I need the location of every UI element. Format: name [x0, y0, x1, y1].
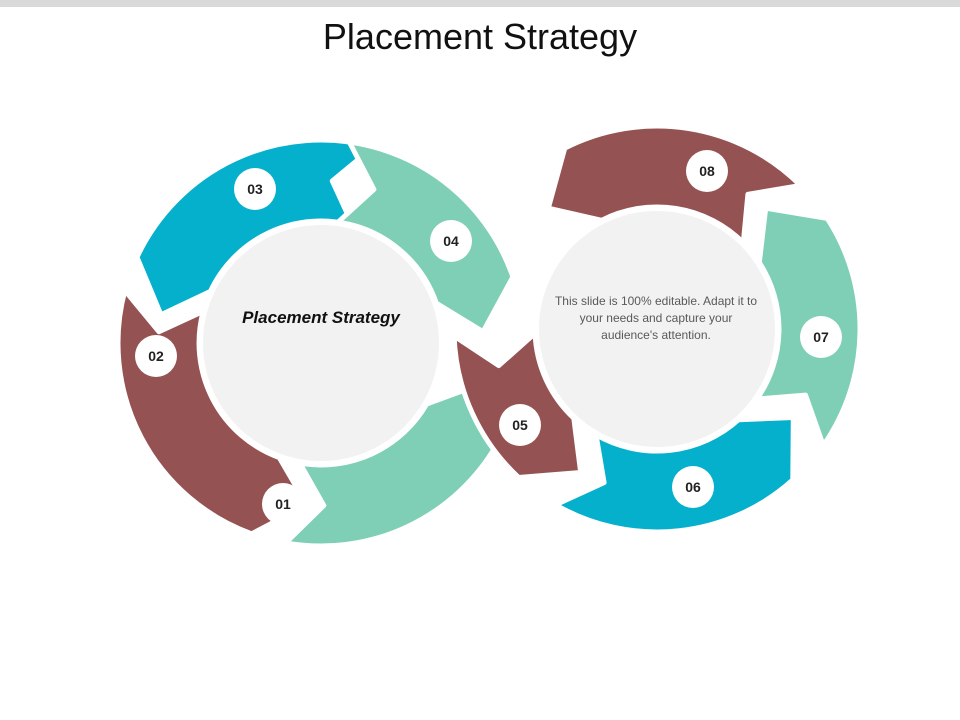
step-badge-04 — [430, 220, 472, 262]
arrow-segment-06 — [553, 415, 796, 535]
arrow-segment-08 — [545, 123, 803, 246]
slide-title: Placement Strategy — [322, 16, 638, 57]
top-accent-bar — [0, 0, 960, 7]
right-center-text-line-3: audience's attention. — [601, 328, 711, 342]
step-badge-03 — [234, 168, 276, 210]
step-number-06: 06 — [685, 479, 701, 495]
step-number-07: 07 — [813, 329, 829, 345]
step-badge-07 — [800, 316, 842, 358]
step-badge-01 — [262, 483, 304, 525]
arrow-segment-04 — [335, 139, 516, 335]
arrow-segment-03 — [134, 137, 376, 318]
right-center-text-line-1: This slide is 100% editable. Adapt it to — [555, 294, 757, 308]
step-number-01: 01 — [275, 496, 291, 512]
step-number-03: 03 — [247, 181, 263, 197]
step-badge-02 — [135, 335, 177, 377]
step-number-02: 02 — [148, 348, 164, 364]
step-badge-08 — [686, 150, 728, 192]
step-badges: 01 02 03 04 05 06 07 08 — [135, 150, 842, 525]
left-center-circle — [203, 225, 439, 461]
right-center-circle — [539, 211, 775, 447]
right-center-text-line-2: your needs and capture your — [580, 311, 733, 325]
arrow-segments — [115, 123, 863, 549]
step-number-04: 04 — [443, 233, 459, 249]
step-number-08: 08 — [699, 163, 715, 179]
step-number-05: 05 — [512, 417, 528, 433]
left-center-title: Placement Strategy — [242, 308, 401, 327]
step-badge-06 — [672, 466, 714, 508]
step-badge-05 — [499, 404, 541, 446]
